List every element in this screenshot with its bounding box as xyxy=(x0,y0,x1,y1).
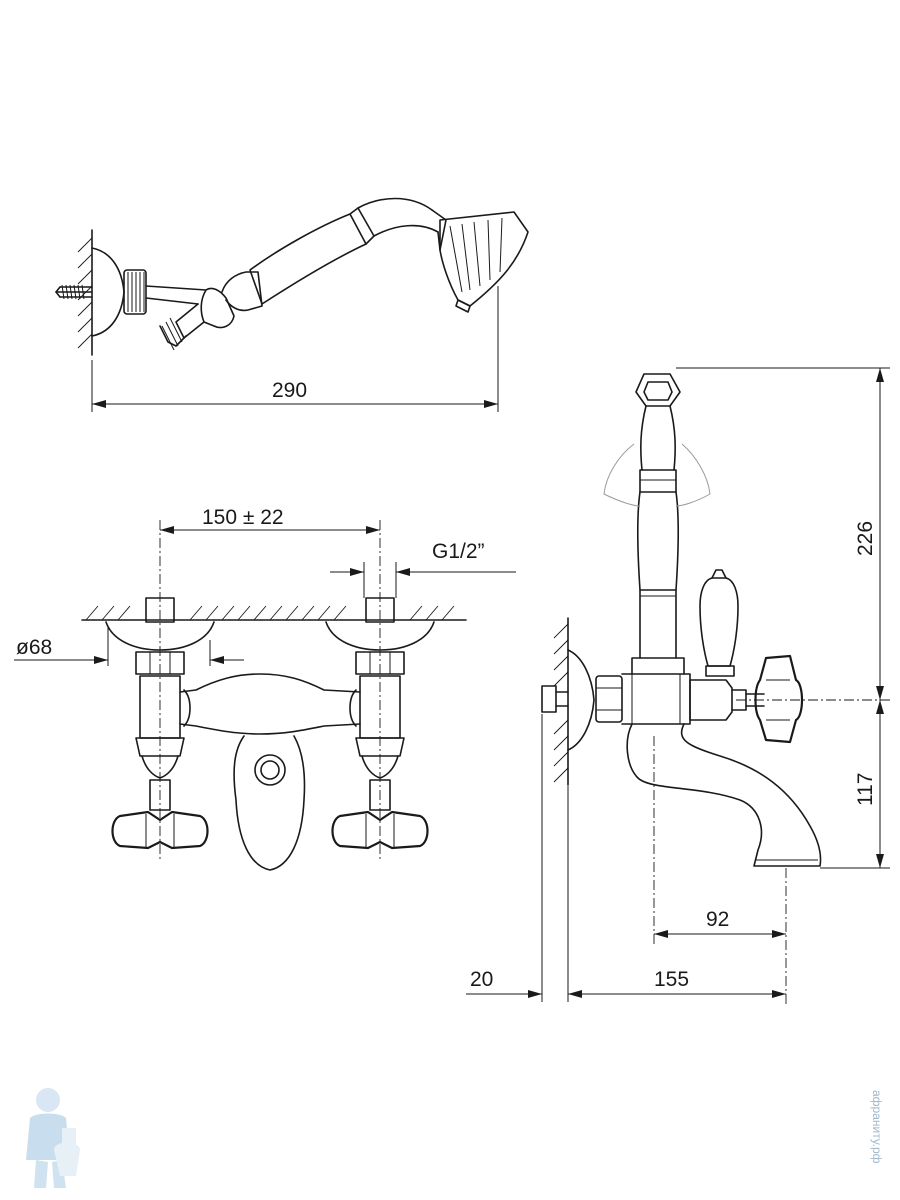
shower-head xyxy=(431,209,529,313)
dimension-reach xyxy=(654,930,786,938)
watermark-site-text: афраниту.рф xyxy=(866,1090,890,1200)
wall-screw xyxy=(55,284,93,300)
dimension-projection xyxy=(466,714,786,1002)
dim-label-thread: G1/2” xyxy=(432,540,485,563)
side-lever-handle xyxy=(689,569,747,721)
side-view xyxy=(466,367,890,1004)
dimension-centres xyxy=(160,526,380,534)
ghost-lever-outline xyxy=(603,443,711,507)
handshower-view xyxy=(55,197,529,412)
knurled-nut xyxy=(123,269,147,315)
left-inlet-assembly xyxy=(105,597,215,850)
front-view xyxy=(14,520,516,871)
dim-label-20: 20 xyxy=(470,968,493,991)
plumber-mascot-logo xyxy=(26,1088,80,1188)
hose-connector xyxy=(159,303,205,351)
dimension-heights xyxy=(676,367,890,869)
mixer-body-front xyxy=(179,673,361,871)
watermark-site-label: афраниту.рф xyxy=(870,1090,884,1164)
dim-label-92: 92 xyxy=(706,908,729,931)
holder-cup xyxy=(200,287,235,329)
side-cross-handle xyxy=(745,654,804,744)
dim-label-centres: 150 ± 22 xyxy=(202,506,284,529)
side-spout xyxy=(626,723,822,867)
dimension-290 xyxy=(91,286,499,412)
dim-label-flange: ø68 xyxy=(16,636,52,659)
side-flange xyxy=(567,649,595,751)
holder-arm xyxy=(145,285,207,305)
dimension-thread xyxy=(330,562,516,598)
front-wall-hatching xyxy=(85,605,455,621)
dimension-flange xyxy=(14,626,244,666)
right-inlet-assembly xyxy=(325,597,435,850)
wall-flange xyxy=(91,247,125,337)
dim-label-117: 117 xyxy=(854,773,877,806)
dim-label-290: 290 xyxy=(272,379,307,402)
handshower-handle xyxy=(221,197,439,312)
dim-label-226: 226 xyxy=(854,521,877,556)
wall-hatching xyxy=(77,237,93,349)
dim-label-155: 155 xyxy=(654,968,689,991)
diverter-column xyxy=(631,373,685,675)
side-wall-hatching xyxy=(553,623,569,783)
